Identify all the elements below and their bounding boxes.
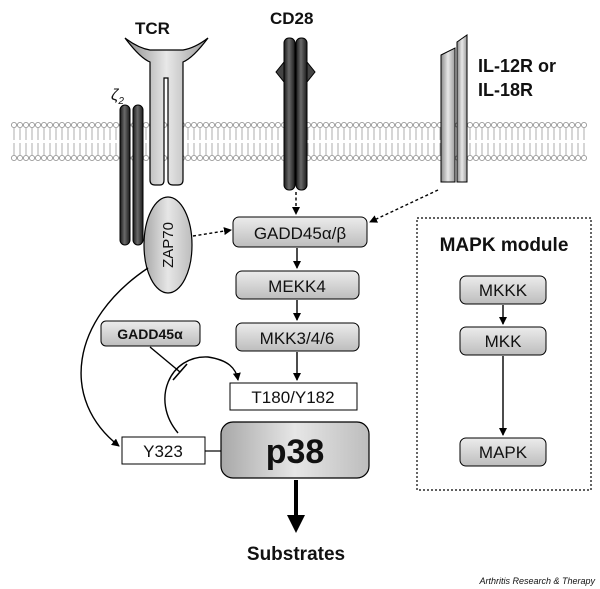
ilr-to-gadd45-arrow	[369, 189, 439, 223]
mapk-module-title: MAPK module	[440, 235, 569, 256]
gadd45a-label: GADD45α	[117, 326, 183, 342]
p38-label: p38	[266, 433, 325, 471]
gadd45ab-label: GADD45α/β	[254, 224, 347, 243]
il-receptor-label-line2: IL-18R	[478, 80, 533, 100]
mapk-module: MAPK module MKKK MKK MAPK	[416, 217, 592, 491]
t180-site: T180/Y182	[229, 382, 358, 411]
zap70-node: ZAP70	[143, 196, 193, 294]
pathway-arrows	[80, 189, 439, 533]
module-mkk-label: MKK	[485, 332, 523, 351]
zap70-label: ZAP70	[160, 222, 177, 268]
mekk4-node: MEKK4	[235, 270, 360, 300]
tcr-label: TCR	[135, 19, 170, 38]
il-receptor-label-line1: IL-12R or	[478, 56, 556, 76]
cd28-label: CD28	[270, 9, 313, 28]
mapk-label: MAPK	[479, 443, 528, 462]
y323-site: Y323	[121, 436, 206, 465]
journal-credit: Arthritis Research & Therapy	[478, 576, 595, 586]
zap70-to-y323-arrow	[80, 267, 149, 447]
y323-label: Y323	[143, 442, 183, 461]
cd28-receptor	[275, 37, 316, 191]
gadd45a-inhibition-line	[149, 346, 181, 373]
t180-label: T180/Y182	[251, 388, 334, 407]
substrates-label: Substrates	[247, 544, 345, 565]
il-receptor	[440, 34, 468, 183]
zeta-label: ζ2	[111, 87, 124, 107]
p38-node: p38	[220, 421, 370, 479]
zap70-to-gadd45-arrow	[192, 227, 232, 237]
zeta-chain	[119, 104, 144, 246]
mkkk-label: MKKK	[479, 281, 528, 300]
gadd45ab-node: GADD45α/β	[232, 216, 368, 248]
mkk-node: MKK3/4/6	[235, 322, 360, 352]
y323-to-t180-arrow	[164, 356, 241, 434]
gadd45a-inhibition-bar	[172, 363, 188, 381]
mkk-label: MKK3/4/6	[260, 329, 335, 348]
gadd45a-node: GADD45α	[100, 320, 201, 347]
mekk4-label: MEKK4	[268, 277, 326, 296]
tcr-receptor	[124, 37, 209, 186]
